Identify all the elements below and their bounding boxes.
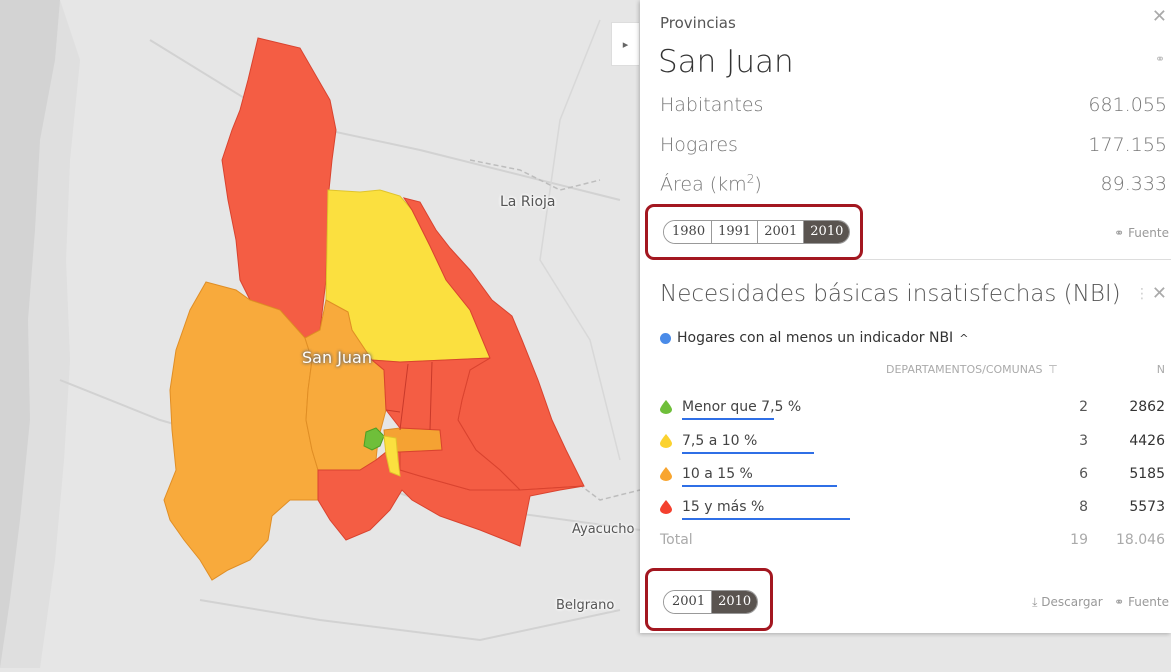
stat-hogares: Hogares 177.155 — [660, 134, 1167, 156]
link-icon: ⚭ — [1114, 595, 1125, 609]
legend-count: 2 — [1079, 399, 1088, 415]
col-header-n: N — [1156, 363, 1165, 376]
stat-value: 89.333 — [1100, 173, 1167, 196]
drop-icon — [660, 500, 672, 514]
drop-icon — [660, 434, 672, 448]
legend-count: 6 — [1079, 466, 1088, 482]
stat-value: 177.155 — [1088, 134, 1167, 156]
road — [199, 599, 621, 642]
department-green-capital — [363, 427, 385, 451]
legend-bar — [682, 418, 774, 420]
legend-bar — [682, 452, 814, 454]
department-orange-calingasta — [163, 281, 319, 581]
info-panel: Provincias ✕ San Juan ⚭ Habitantes 681.0… — [640, 0, 1171, 633]
legend-n: 5573 — [1129, 499, 1165, 515]
stat-area: Área (km2) 89.333 — [660, 172, 1167, 195]
col-header-dept[interactable]: DEPARTAMENTOS/COMUNAS ⊤ — [886, 363, 1058, 376]
province-year-2010[interactable]: 2010 — [803, 221, 850, 243]
province-name: San Juan — [658, 44, 794, 80]
link-icon: ⚭ — [1114, 226, 1125, 240]
close-icon[interactable]: ✕ — [1151, 6, 1167, 27]
link-icon[interactable]: ⚭ — [1154, 52, 1165, 66]
total-label: Total — [660, 532, 693, 548]
province-year-1980[interactable]: 1980 — [664, 221, 712, 243]
legend-count: 3 — [1079, 433, 1088, 449]
legend-row[interactable]: Menor que 7,5 % 2 2862 — [660, 395, 1165, 420]
divider — [660, 259, 1171, 260]
chevron-up-icon: ^ — [959, 331, 969, 345]
chevron-right-icon: ▸ — [622, 37, 629, 51]
department-orange-central — [304, 299, 387, 471]
nbi-title: Necesidades básicas insatisfechas (NBI) — [660, 281, 1121, 307]
province-year-2001[interactable]: 2001 — [757, 221, 804, 243]
fuente-link[interactable]: ⚭ Fuente — [1114, 226, 1169, 240]
legend-label: 10 a 15 % — [682, 466, 753, 482]
nbi-actions: ⤓ Descargar ⚭ Fuente — [1032, 595, 1169, 610]
highlight-box — [645, 568, 773, 631]
legend-row[interactable]: 15 y más % 8 5573 — [660, 495, 1165, 520]
nbi-year-2001[interactable]: 2001 — [664, 591, 712, 613]
indicator-dot — [660, 332, 671, 344]
andes-relief-edge — [0, 0, 80, 668]
indicator-selector[interactable]: Hogares con al menos un indicador NBI ^ — [660, 330, 968, 346]
legend-row[interactable]: 10 a 15 % 6 5185 — [660, 462, 1165, 487]
nbi-year-2010[interactable]: 2010 — [711, 591, 758, 613]
stat-habitantes: Habitantes 681.055 — [660, 94, 1167, 116]
legend-bar — [682, 518, 850, 520]
more-icon[interactable]: ⋮ — [1135, 286, 1149, 302]
province-border — [469, 159, 601, 191]
province-card: Provincias ✕ San Juan ⚭ Habitantes 681.0… — [640, 0, 1171, 255]
total-row: Total 19 18.046 — [660, 528, 1165, 552]
stat-value: 681.055 — [1088, 94, 1167, 116]
highlight-box — [645, 204, 863, 260]
map-label-san-juan: San Juan — [302, 348, 372, 367]
legend-label: 7,5 a 10 % — [682, 433, 758, 449]
department-red-south — [317, 451, 585, 547]
stat-label: Hogares — [660, 134, 738, 156]
close-icon[interactable]: ✕ — [1151, 283, 1167, 304]
legend-n: 2862 — [1129, 399, 1165, 415]
legend-label: Menor que 7,5 % — [682, 399, 802, 415]
download-icon: ⤓ — [1032, 595, 1038, 609]
total-count: 19 — [1070, 532, 1088, 548]
legend-n: 4426 — [1129, 433, 1165, 449]
drop-icon — [660, 400, 672, 414]
fuente-link[interactable]: ⚭ Fuente — [1114, 595, 1169, 609]
map-label-belgrano: Belgrano — [556, 598, 615, 613]
pin-icon: ⊤ — [1045, 363, 1058, 376]
collapse-panel-button[interactable]: ▸ — [611, 22, 639, 66]
map-label-la-rioja: La Rioja — [500, 194, 556, 210]
legend-row[interactable]: 7,5 a 10 % 3 4426 — [660, 429, 1165, 454]
stat-label: Habitantes — [660, 94, 764, 116]
legend-label: 15 y más % — [682, 499, 765, 515]
total-n: 18.046 — [1116, 532, 1165, 548]
section-label: Provincias — [660, 14, 736, 32]
province-year-1991[interactable]: 1991 — [711, 221, 758, 243]
stat-label-area: Área (km2) — [660, 172, 762, 196]
map-label-ayacucho: Ayacucho — [572, 522, 635, 537]
road — [149, 39, 621, 201]
legend-bar — [682, 485, 837, 487]
legend-n: 5185 — [1129, 466, 1165, 482]
road — [539, 19, 621, 461]
drop-icon — [660, 467, 672, 481]
download-link[interactable]: ⤓ Descargar — [1032, 595, 1103, 609]
department-yellow-small — [383, 435, 401, 477]
department-border — [385, 361, 433, 431]
legend-count: 8 — [1079, 499, 1088, 515]
